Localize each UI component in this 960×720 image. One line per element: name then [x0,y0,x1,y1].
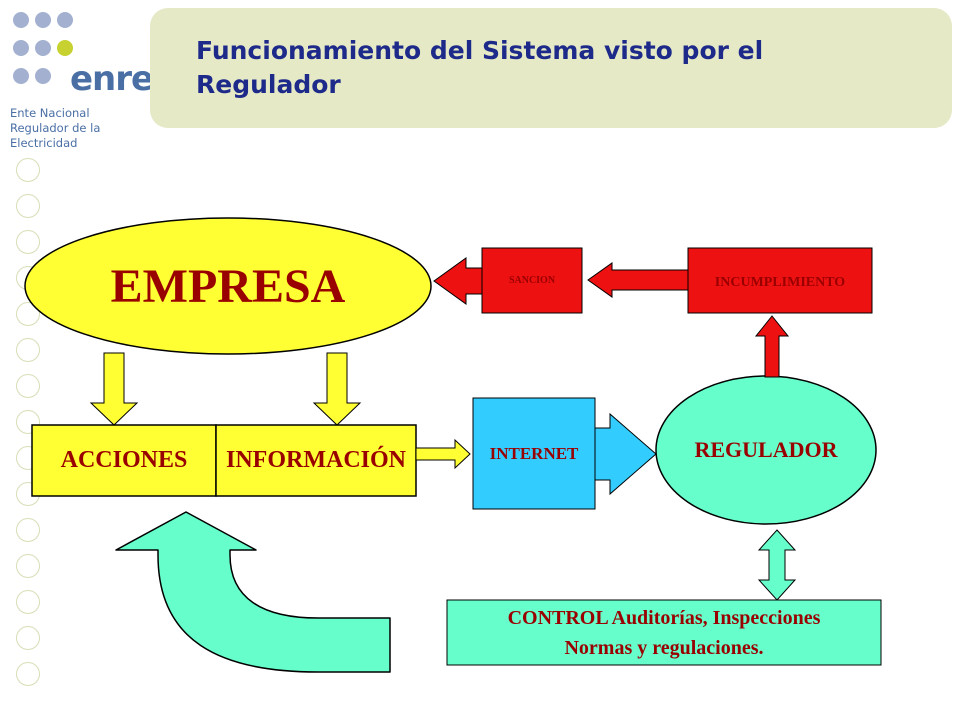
informacion-label: INFORMACIÓN [226,447,406,473]
logo-dot-accent [57,40,73,56]
informacion-box [215,424,417,497]
rail-circle [16,662,40,686]
regulador-label: REGULADOR [694,437,838,462]
logo-dots [13,12,73,84]
rail-circle [16,374,40,398]
rail-circle [16,554,40,578]
logo-dot [57,12,73,28]
sancion-box [481,247,583,314]
slide-title: Funcionamiento del Sistema visto por el … [196,36,764,99]
incumplimiento-label: INCUMPLIMIENTO [714,275,846,290]
internet-label: INTERNET [489,444,579,463]
arrow-up-incumplimiento [754,315,790,378]
rail-circle [16,626,40,650]
title-panel: Funcionamiento del Sistema visto por el … [150,8,952,128]
arrow-left-sancion [587,262,689,298]
empresa-label: EMPRESA [110,259,346,313]
empresa-ellipse [24,217,432,355]
control-label-line2: Normas y regulaciones. [564,636,764,659]
rail-circle [16,590,40,614]
arrow-left-empresa [433,257,483,305]
control-label-line1: CONTROL Auditorías, Inspecciones [507,606,821,629]
arrow-down-acciones [89,352,139,426]
logo-wordmark: enre [70,59,154,99]
rail-circle [16,338,40,362]
logo-dot [13,40,29,56]
logo-dot [35,12,51,28]
arrow-down-informacion [312,352,362,426]
rail-circle [16,194,40,218]
rail-circle [16,230,40,254]
arrow-to-internet [415,438,471,470]
incumplimiento-box [687,247,873,314]
internet-box [472,397,596,510]
double-arrow-control [757,529,797,601]
enre-logo: enre Ente Nacional Regulador de la Elect… [8,10,154,150]
rail-circle [16,158,40,182]
logo-dot [13,68,29,84]
logo-dot [35,40,51,56]
feedback-curved-arrow [115,511,391,673]
logo-subtitle: Ente Nacional Regulador de la Electricid… [10,106,101,150]
sancion-label: SANCION [508,274,556,286]
rail-circle [16,518,40,542]
acciones-box [31,424,217,497]
control-box [446,599,882,666]
logo-dot [35,68,51,84]
logo-dot [13,12,29,28]
acciones-label: ACCIONES [60,447,188,473]
internet-arrow [594,412,657,496]
